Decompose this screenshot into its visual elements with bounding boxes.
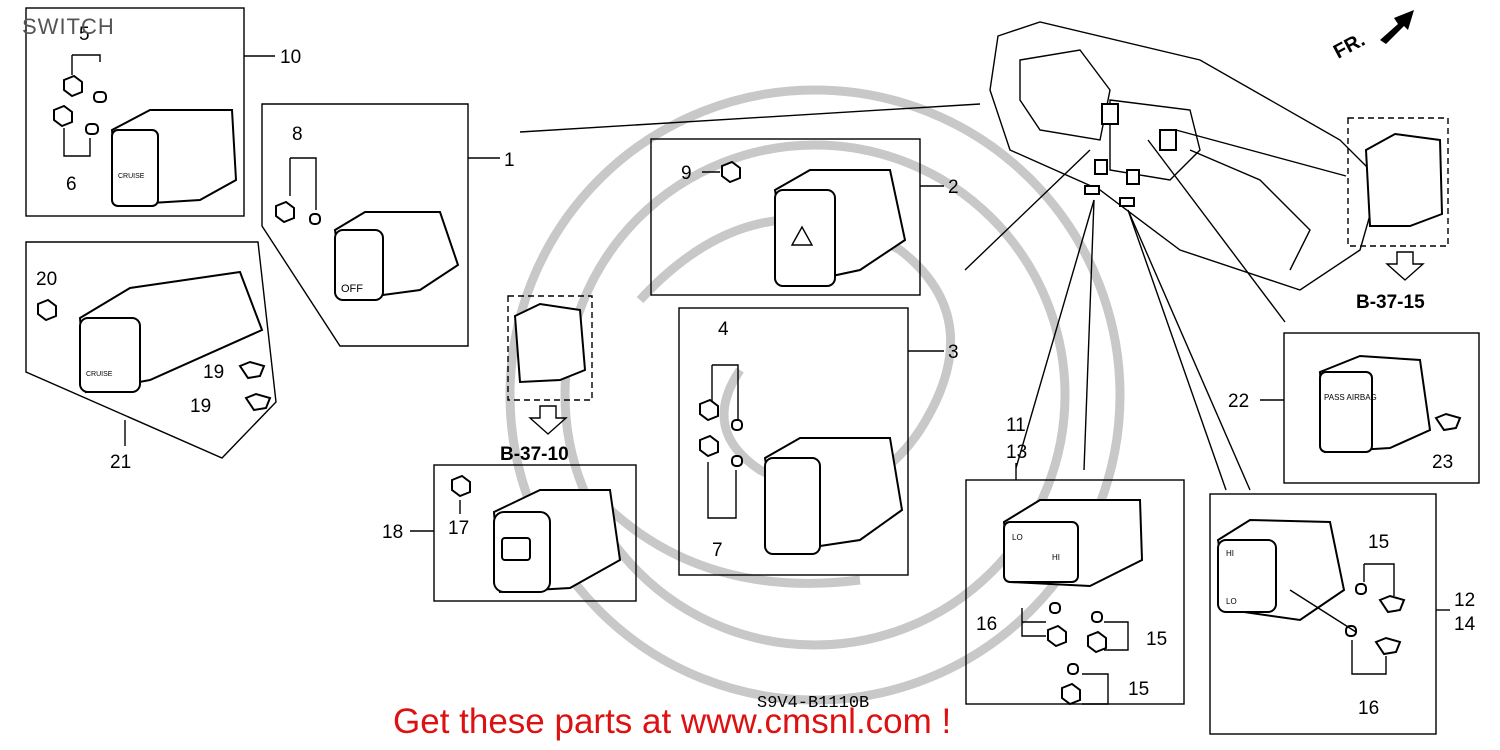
drawing-code: S9V4-B1110B: [757, 694, 870, 713]
callout-label: 14: [1454, 614, 1476, 635]
group-blank-cover-b3715: B-37-15: [1347, 117, 1449, 313]
callout-label: 15: [1128, 679, 1149, 700]
callout-label: 1: [504, 150, 515, 171]
callout-label: 15: [1368, 532, 1389, 553]
callout-label: HI: [1052, 553, 1060, 562]
page-title: SWITCH: [22, 14, 115, 39]
group-21-cruise-switch: 20 CRUISE 19 19 21: [25, 241, 277, 473]
callout-label: 10: [280, 47, 301, 68]
group-3-switch: 3 4 7: [678, 307, 959, 576]
group-2-hazard-switch: 2 9: [650, 138, 959, 296]
callout-label: 20: [36, 269, 57, 290]
callout-label: 22: [1228, 391, 1249, 412]
callout-label: 15: [1146, 629, 1167, 650]
callout-label: LO: [1226, 597, 1237, 606]
callout-label: 21: [110, 452, 131, 473]
callout-label: 13: [1006, 442, 1027, 463]
callout-label: 9: [681, 163, 692, 184]
front-direction-arrow: [1380, 10, 1414, 44]
callout-label: 4: [718, 319, 729, 340]
callout-label: PASS AIRBAG: [1324, 393, 1377, 402]
callout-label: 8: [292, 124, 303, 145]
callout-label: 19: [203, 362, 224, 383]
group-22-pass-airbag: 22 PASS AIRBAG 23: [1228, 332, 1480, 484]
group-1-dimmer-switch: 1 8 OFF: [261, 103, 981, 347]
callout-label: HI: [1226, 549, 1234, 558]
callout-label: 5: [79, 24, 90, 45]
callout-label: 6: [66, 174, 77, 195]
callout-label: 16: [1358, 698, 1379, 719]
callout-label: CRUISE: [86, 371, 113, 378]
callout-label: B-37-10: [500, 444, 569, 465]
footer-parts-link[interactable]: Get these parts at www.cmsnl.com !: [393, 702, 952, 741]
callout-label: 17: [448, 518, 469, 539]
callout-label: 7: [712, 540, 723, 561]
callout-label: 18: [382, 522, 403, 543]
callout-label: 3: [948, 342, 959, 363]
callout-label: CRUISE: [118, 173, 145, 180]
group-11-seat-heater: 11 13 LO HI 16 15 15: [965, 415, 1185, 706]
watermark-logo: [505, 85, 1125, 705]
group-10-cruise-switch: 10 5 6 CRUISE: [25, 7, 301, 217]
callout-label: B-37-15: [1356, 292, 1425, 313]
callout-label: 2: [948, 177, 959, 198]
group-12-seat-heater: 12 14 HI LO 15 16: [1209, 493, 1476, 735]
callout-label: OFF: [341, 283, 363, 295]
callout-label: 16: [976, 614, 997, 635]
group-blank-cover-b3710: B-37-10: [500, 295, 593, 465]
callout-label: LO: [1012, 533, 1023, 542]
dashboard-overview: [964, 21, 1381, 491]
group-18-mirror-switch: 18 17: [382, 464, 637, 602]
callout-label: 19: [190, 396, 211, 417]
callout-label: 11: [1006, 415, 1026, 436]
callout-label: 23: [1432, 452, 1453, 473]
callout-label: 12: [1454, 590, 1475, 611]
